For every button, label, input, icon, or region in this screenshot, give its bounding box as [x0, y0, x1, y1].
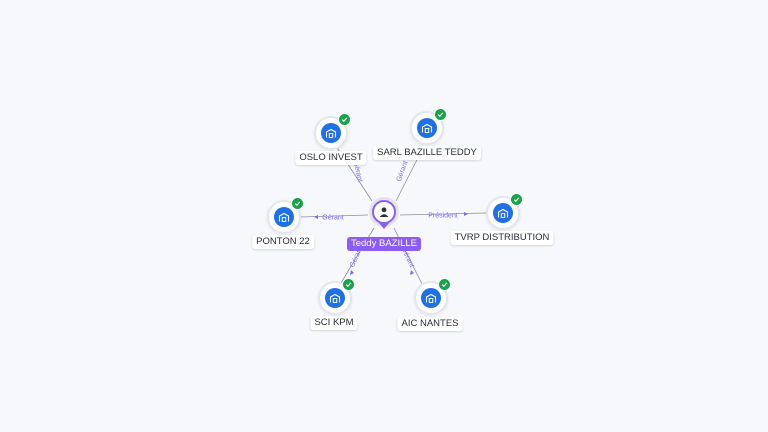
building-icon [421, 288, 441, 308]
edge-label-sarl-bazille-teddy: Gérant [396, 160, 410, 183]
verified-check-icon [510, 193, 523, 206]
company-label-tvrp-distribution[interactable]: TVRP DISTRIBUTION [450, 231, 554, 245]
person-label[interactable]: Teddy BAZILLE [346, 237, 422, 251]
building-icon [321, 123, 341, 143]
edge-label-oslo-invest: Gérant [351, 160, 363, 183]
edge-arrow-tvrp-distribution [464, 212, 468, 216]
edge-arrow-aic-nantes [410, 270, 414, 275]
building-icon [274, 207, 294, 227]
verified-check-icon [438, 278, 451, 291]
edge-arrow-sci-kpm [350, 270, 354, 275]
person-icon [379, 207, 389, 217]
company-node-sci-kpm[interactable] [318, 278, 355, 315]
company-node-aic-nantes[interactable] [414, 278, 451, 315]
company-node-sarl-bazille-teddy[interactable] [410, 108, 447, 145]
verified-check-icon [434, 108, 447, 121]
building-icon [325, 288, 345, 308]
company-node-oslo-invest[interactable] [314, 113, 351, 150]
building-icon [493, 203, 513, 223]
verified-check-icon [291, 197, 304, 210]
company-label-sarl-bazille-teddy[interactable]: SARL BAZILLE TEDDY [373, 146, 481, 160]
edge-ponton-22 [299, 214, 369, 218]
company-label-ponton-22[interactable]: PONTON 22 [252, 235, 314, 249]
verified-check-icon [342, 278, 355, 291]
edge-label-ponton-22: Gérant [322, 215, 343, 222]
edge-label-tvrp-distribution: Président [428, 213, 458, 220]
company-node-ponton-22[interactable] [267, 197, 304, 234]
company-node-tvrp-distribution[interactable] [486, 193, 523, 230]
company-label-aic-nantes[interactable]: AIC NANTES [397, 317, 463, 331]
edge-tvrp-distribution [399, 212, 487, 216]
building-icon [417, 118, 437, 138]
person-node-teddy-bazille[interactable] [372, 200, 396, 224]
edge-arrow-ponton-22 [314, 215, 318, 219]
verified-check-icon [338, 113, 351, 126]
company-label-oslo-invest[interactable]: OSLO INVEST [295, 151, 367, 165]
center-node-pin [379, 223, 389, 229]
company-label-sci-kpm[interactable]: SCI KPM [310, 316, 358, 330]
